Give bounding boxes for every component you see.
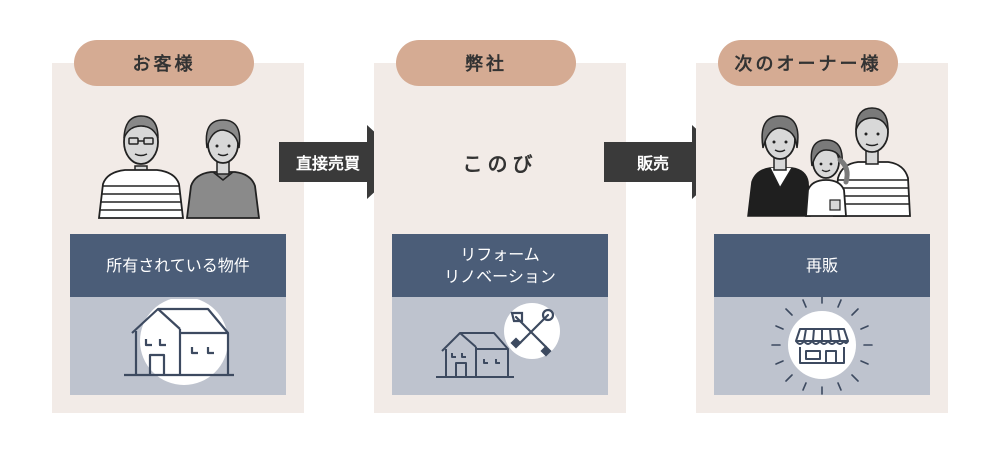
- renovation-label-line2: リノベーション: [444, 266, 556, 286]
- resale-label: 再販: [805, 255, 838, 275]
- company-header: 弊社: [396, 40, 576, 86]
- resale-image-area: [714, 297, 930, 395]
- direct-sale-label: 直接売買: [295, 154, 360, 173]
- couple-illustration: [97, 115, 261, 219]
- renovation-label-line1: リフォーム: [460, 244, 540, 264]
- company-name: このび: [462, 152, 538, 176]
- next-owner-header: 次のオーナー様: [718, 40, 898, 86]
- house-icon: [124, 299, 234, 385]
- shop-icon: [771, 297, 873, 395]
- owned-property-label: 所有されている物件: [106, 255, 250, 275]
- customer-header: お客様: [74, 40, 254, 86]
- owned-property-label-box: 所有されている物件: [70, 234, 286, 297]
- sale-label: 販売: [636, 154, 669, 173]
- renovation-label-box: リフォーム リノベーション: [392, 234, 608, 297]
- owned-property-image-area: [70, 297, 286, 395]
- renovation-image-area: [392, 297, 608, 395]
- family-illustration: [747, 107, 911, 217]
- resale-label-box: 再販: [714, 234, 930, 297]
- house-with-tools-icon: [436, 303, 560, 378]
